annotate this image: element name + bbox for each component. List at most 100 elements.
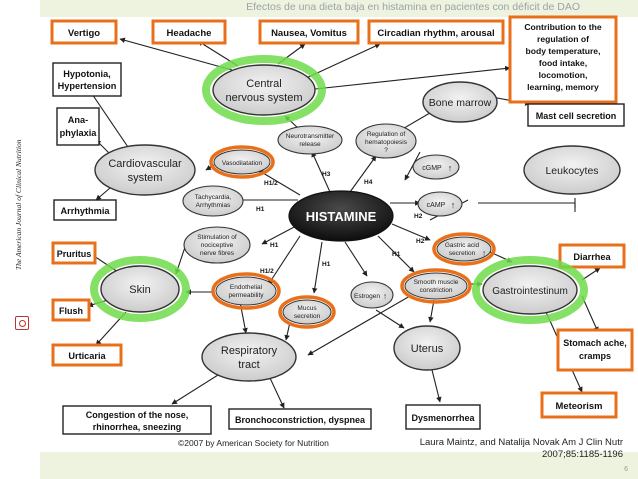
smooth-line-1: Smooth muscle: [414, 279, 459, 286]
mucus-line-1: Mucus: [297, 305, 317, 312]
stomach-line-1: Stomach ache,: [563, 338, 627, 348]
box-nausea-label: Nausea, Vomitus: [271, 28, 347, 39]
organ-skin: Skin: [90, 256, 190, 322]
page-number: 6: [624, 466, 628, 473]
arrow-resp-broncho: [269, 377, 285, 409]
organ-bone-marrow: Bone marrow: [422, 81, 498, 123]
box-mast-cell-label: Mast cell secretion: [536, 111, 617, 121]
box-anaphylaxia: Ana- phylaxia: [56, 107, 100, 146]
arrow-endo: [267, 235, 301, 286]
organ-respiratory: Respiratory tract: [201, 332, 297, 382]
arrow-cns-contribution: [305, 65, 511, 91]
receptor-h1h2-endo: H1/2: [260, 268, 274, 275]
arrow-gastric: [391, 223, 431, 241]
receptor-h1-mucus: H1: [322, 261, 331, 268]
box-mast-cell: Mast cell secretion: [527, 103, 625, 127]
arrow-cardio-hypo: [87, 87, 131, 151]
box-diarrhea-label: Diarrhea: [573, 252, 611, 262]
arrow-cns-vertigo: [119, 37, 233, 71]
hypotonia-line-2: Hypertension: [58, 81, 117, 91]
noci-line-2: nociceptive: [201, 242, 234, 249]
cgmp-label: cGMP: [422, 165, 442, 172]
mech-camp: cAMP ↑: [417, 191, 463, 217]
box-arrhythmia: Arrhythmia: [53, 199, 117, 221]
camp-label: cAMP: [427, 202, 446, 209]
resp-line-1: Respiratory: [221, 345, 278, 357]
congestion-line-2: rhinorrhea, sneezing: [93, 422, 182, 432]
congestion-line-1: Congestion of the nose,: [86, 410, 189, 420]
box-circadian-label: Circadian rhythm, arousal: [377, 28, 494, 39]
arrow-smooth: [377, 235, 415, 273]
arrow-cardio-arr: [95, 187, 111, 201]
box-vertigo-label: Vertigo: [68, 28, 100, 39]
hema-line-1: Regulation of: [367, 131, 405, 138]
arrow-resp-congestion: [171, 374, 219, 405]
tachy-line-2: Arrhythmias: [196, 202, 231, 209]
box-meteorism-label: Meteorism: [556, 400, 603, 411]
hema-line-2: hematopoiesis: [365, 139, 408, 146]
tachy-line-1: Tachycardia,: [195, 194, 232, 201]
arrow-vaso: [257, 169, 301, 196]
box-urticaria-label: Urticaria: [68, 351, 106, 361]
arrow-noci: [261, 224, 299, 245]
citation: Laura Maintz, and Natalija Novak Am J Cl…: [385, 437, 623, 461]
box-nausea: Nausea, Vomitus: [258, 19, 360, 45]
stomach-line-2: cramps: [579, 351, 611, 361]
histamine-label: HISTAMINE: [306, 209, 377, 224]
noci-line-1: Stimulation of: [197, 234, 237, 241]
mechanisms: Neurotransmitter release Regulation of h…: [182, 123, 496, 329]
cns-line-1: Central: [246, 78, 281, 90]
mech-neurotransmitter: Neurotransmitter release: [277, 125, 343, 155]
receptor-h1h2-vaso: H1/2: [264, 180, 278, 187]
receptor-h1-smooth: H1: [392, 251, 401, 258]
organs: Central nervous system Cardiovascular sy…: [90, 55, 621, 382]
contribution-line-6: learning, memory: [527, 82, 599, 92]
organ-gi: Gastrointestinum: [472, 256, 588, 324]
camp-up-arrow-icon: ↑: [451, 200, 456, 210]
mech-mucus: Mucus secretion: [278, 295, 336, 329]
hypotonia-line-1: Hypotonia,: [63, 69, 110, 79]
gastric-line-2: secretion: [449, 250, 476, 257]
mech-vasodilatation: Vasodilatation: [209, 145, 275, 179]
contribution-line-1: Contribution to the: [524, 22, 602, 32]
cgmp-up-arrow-icon: ↑: [448, 163, 453, 173]
estrogen-up-arrow-icon: ↑: [383, 291, 387, 301]
box-flush: Flush: [51, 298, 91, 322]
box-dysmenorrhea-label: Dysmenorrhea: [411, 413, 475, 423]
hema-line-3: ?: [384, 147, 388, 154]
arrow-to-cgmp: [404, 151, 421, 181]
neuro-line-1: Neurotransmitter: [286, 133, 335, 140]
arrow-estrogen: [344, 241, 368, 277]
box-broncho-label: Bronchoconstriction, dyspnea: [235, 415, 366, 425]
estrogen-label: Estrogen: [354, 293, 380, 300]
box-pruritus: Pruritus: [51, 241, 97, 265]
receptor-h2-gastric: H2: [416, 238, 425, 245]
organ-leukocytes: Leukocytes: [523, 145, 621, 195]
box-meteorism: Meteorism: [540, 391, 618, 419]
mech-hematopoiesis: Regulation of hematopoiesis ?: [355, 123, 417, 159]
gi-label: Gastrointestinum: [492, 286, 568, 297]
box-diarrhea: Diarrhea: [558, 243, 626, 269]
box-bronchoconstriction: Bronchoconstriction, dyspnea: [228, 408, 372, 430]
mech-gastric-acid: Gastric acid secretion ↑: [432, 232, 496, 266]
arrow-gi-stomach: [581, 295, 599, 333]
anaphylaxia-line-1: Ana-: [68, 115, 88, 125]
cns-line-2: nervous system: [225, 92, 302, 104]
mucus-line-2: secretion: [294, 313, 321, 320]
arrow-h4: [349, 155, 377, 193]
contribution-line-4: food intake,: [539, 58, 587, 68]
resp-line-2: tract: [238, 359, 259, 371]
slide-title: Efectos de una dieta baja en histamina e…: [246, 1, 580, 13]
smooth-line-2: constriction: [420, 287, 453, 294]
box-hypotonia: Hypotonia, Hypertension: [52, 62, 122, 97]
anaphylaxia-line-2: phylaxia: [60, 128, 98, 138]
arrow-uterus-dys: [431, 369, 442, 403]
organ-uterus: Uterus: [393, 325, 461, 371]
box-urticaria: Urticaria: [51, 343, 123, 367]
arrow-estrogen-uterus: [375, 309, 405, 329]
receptor-h2-camp: H2: [414, 213, 423, 220]
organ-cns: Central nervous system: [202, 55, 326, 125]
box-vertigo: Vertigo: [50, 19, 118, 45]
box-circadian: Circadian rhythm, arousal: [367, 19, 505, 45]
